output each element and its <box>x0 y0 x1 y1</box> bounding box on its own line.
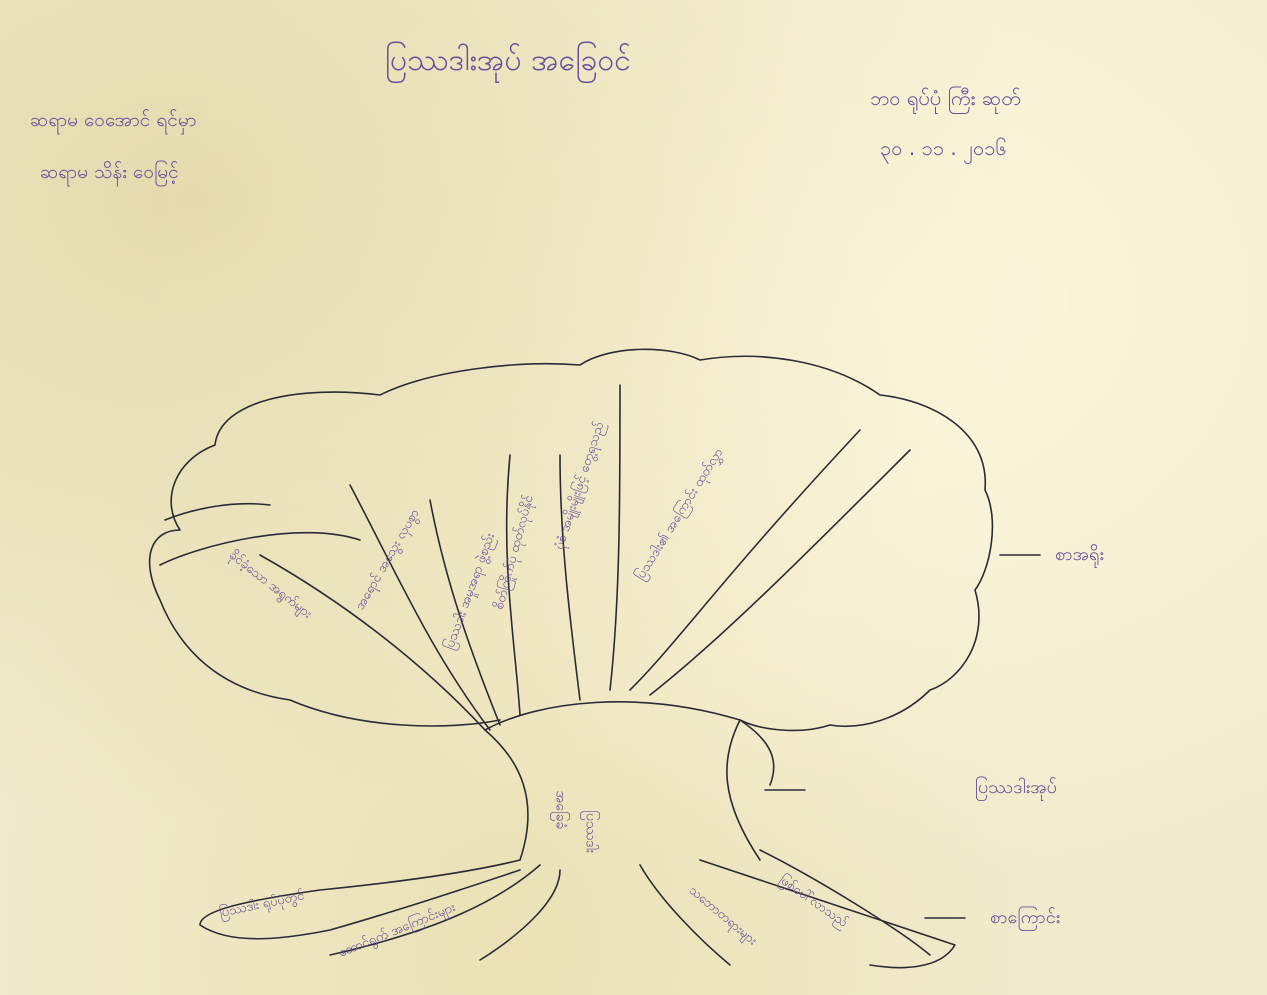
class-line: ဘဝ ရုပ်ပုံ ကြီး ဆုတ် <box>870 86 1021 110</box>
trunk-outline <box>484 701 761 861</box>
canopy-outline <box>148 348 994 732</box>
trunk-label: ပြဿဒါးအုပ် <box>975 777 1057 798</box>
root-label: စာကြောင်း <box>990 907 1061 928</box>
trunk-text-1: ပြဿဒါး <box>582 810 599 854</box>
canopy-label: စာအရိုး <box>1055 544 1104 565</box>
author-line-1: ဆရာမ ဝေအောင် ရင်မှာ <box>30 109 197 131</box>
date: ၃၀ . ၁၁ . ၂၀၁၆ <box>880 136 1007 160</box>
roots-outline <box>199 859 521 940</box>
trunk-text-2: အခြေခံ <box>552 790 569 830</box>
author-line-2: ဆရာမ သိန်း ဝေမြင့် <box>40 161 179 183</box>
page-title: ပြဿဒါးအုပ် အခြေဝင် <box>385 43 631 78</box>
